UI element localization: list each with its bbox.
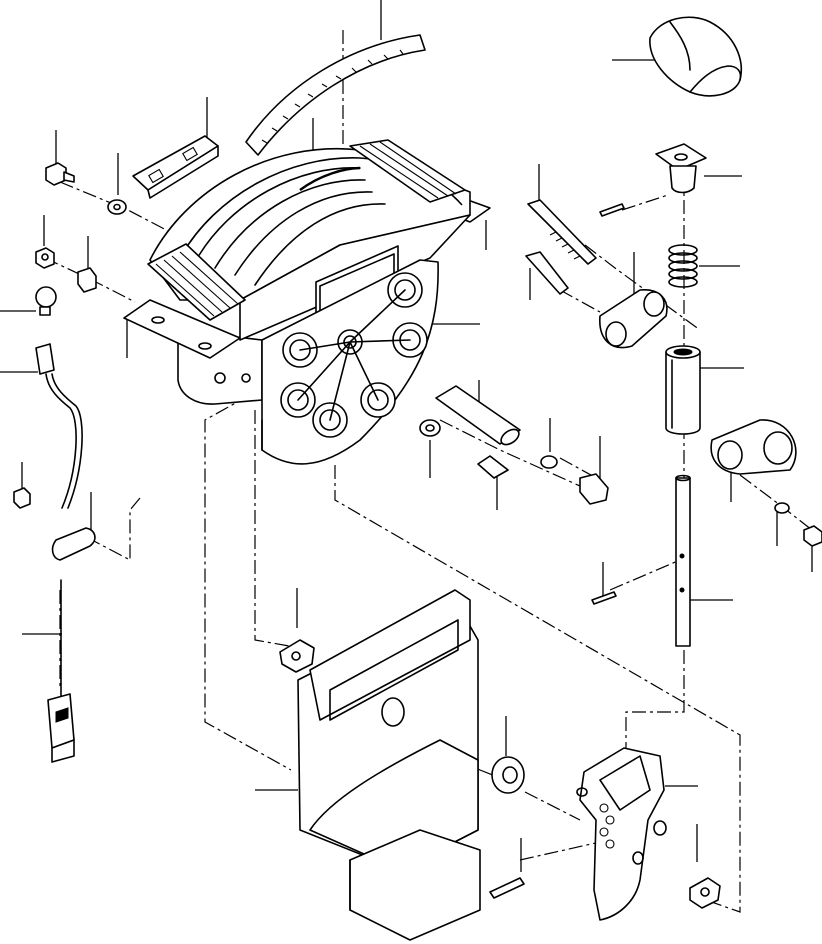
spacer-collar — [491, 756, 525, 794]
gear-plate — [261, 259, 439, 465]
bolts-and-links — [525, 199, 822, 547]
cover-plate — [132, 135, 219, 199]
roll-pin — [489, 877, 525, 899]
shift-lever-housing — [123, 139, 491, 405]
lever-knob — [649, 16, 742, 97]
middle-small-parts — [419, 385, 609, 505]
clip-washers — [279, 639, 721, 909]
left-small-parts — [13, 162, 127, 763]
detent-sector — [576, 747, 667, 921]
lever-shaft-parts — [591, 143, 707, 647]
indicator-scale-strip — [245, 34, 426, 156]
lower-bracket — [297, 589, 481, 941]
